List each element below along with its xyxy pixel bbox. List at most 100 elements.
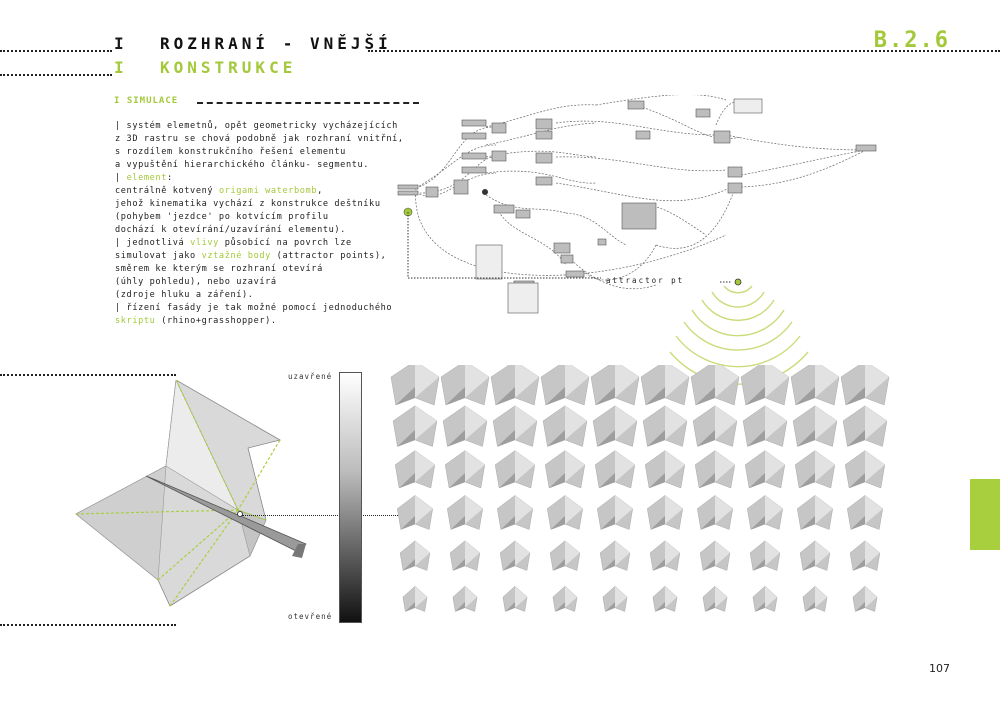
waterbomb-element — [392, 405, 438, 447]
waterbomb-element — [794, 450, 836, 489]
header-rule-top — [0, 50, 112, 52]
body-span: (zdroje hluku a záření). — [115, 290, 254, 300]
waterbomb-element — [747, 495, 783, 530]
waterbomb-element — [852, 585, 878, 612]
body-span: simulovat jako — [115, 251, 202, 261]
body-span: a vypuštění hierarchického článku- segme… — [115, 160, 370, 170]
waterbomb-element — [397, 495, 433, 530]
waterbomb-element — [849, 540, 881, 571]
left-rule — [0, 374, 176, 376]
waterbomb-element — [490, 365, 540, 406]
body-span: : — [166, 173, 173, 183]
body-span: dochází k otevírání/uzavírání elementu). — [115, 225, 346, 235]
header-bar-2: I — [114, 58, 128, 77]
body-line: (pohybem 'jezdce' po kotvícím profilu — [115, 211, 415, 224]
waterbomb-element — [647, 495, 683, 530]
waterbomb-element — [699, 540, 731, 571]
waterbomb-element — [497, 495, 533, 530]
waterbomb-element — [744, 450, 786, 489]
body-line: centrálně kotvený origami waterbomb, — [115, 185, 415, 198]
highlight-term: element — [126, 173, 167, 183]
body-line: | element: — [115, 172, 415, 185]
body-line: a vypuštění hierarchického článku- segme… — [115, 159, 415, 172]
waterbomb-element — [449, 540, 481, 571]
section-dash-rule — [197, 102, 419, 104]
body-span: směrem ke kterým se rozhraní otevírá — [115, 264, 323, 274]
gradient-scale — [339, 372, 362, 623]
gradient-label-open: otevřené — [288, 612, 333, 621]
waterbomb-element — [749, 540, 781, 571]
waterbomb-element — [644, 450, 686, 489]
waterbomb-element — [742, 405, 788, 447]
waterbomb-element — [702, 585, 728, 612]
waterbomb-element — [792, 405, 838, 447]
gradient-label-closed: uzavřené — [288, 372, 333, 381]
body-text: | systém elemetnů, opět geometricky vych… — [115, 120, 415, 328]
attractor-arcs — [669, 278, 809, 385]
waterbomb-element — [790, 365, 840, 406]
connector-line — [242, 515, 408, 516]
waterbomb-element — [452, 585, 478, 612]
waterbomb-element — [840, 365, 890, 406]
waterbomb-element — [540, 365, 590, 406]
body-span: z 3D rastru se chová podobně jak rozhran… — [115, 134, 404, 144]
highlight-term: origami waterbomb — [218, 186, 318, 196]
waterbomb-element — [802, 585, 828, 612]
left-rule-bottom — [0, 624, 176, 626]
section-label: I simulace — [114, 96, 179, 106]
waterbomb-element — [597, 495, 633, 530]
waterbomb-element — [447, 495, 483, 530]
waterbomb-element — [842, 405, 888, 447]
body-span: | řízení fasády je tak možné pomocí jedn… — [115, 303, 393, 313]
body-line: simulovat jako vztažné body (attractor p… — [115, 250, 415, 263]
waterbomb-element — [542, 405, 588, 447]
body-span: (rhino+grasshopper). — [155, 316, 277, 326]
waterbomb-element — [752, 585, 778, 612]
waterbomb-element — [442, 405, 488, 447]
grasshopper-diagram — [397, 95, 877, 314]
element-grid — [390, 365, 890, 612]
header-rule-right — [368, 50, 1000, 52]
waterbomb-element — [694, 450, 736, 489]
waterbomb-element — [847, 495, 883, 530]
waterbomb-element — [402, 585, 428, 612]
highlight-term: vlivy — [190, 238, 219, 248]
side-tab — [970, 479, 1000, 550]
waterbomb-element — [499, 540, 531, 571]
header-rule-2 — [0, 74, 112, 76]
body-line: skriptu (rhino+grasshopper). — [115, 315, 415, 328]
waterbomb-element — [599, 540, 631, 571]
body-span: jehož kinematika vychází z konstrukce de… — [115, 199, 381, 209]
waterbomb-element — [592, 405, 638, 447]
body-span: (pohybem 'jezdce' po kotvícím profilu — [115, 212, 329, 222]
body-span: s rozdílem konstrukčního řešení elementu — [115, 147, 346, 157]
waterbomb-element — [640, 365, 690, 406]
waterbomb-element — [399, 540, 431, 571]
body-line: jehož kinematika vychází z konstrukce de… — [115, 198, 415, 211]
page-title: rozhraní - vnější — [160, 34, 392, 53]
waterbomb-element — [649, 540, 681, 571]
section-code: B.2.6 — [873, 28, 950, 53]
waterbomb-element — [547, 495, 583, 530]
header-bar-1: I — [114, 34, 128, 53]
waterbomb-element — [844, 450, 886, 489]
waterbomb-element — [552, 585, 578, 612]
highlight-term: skriptu — [115, 316, 156, 326]
body-line: | jednotlivá vlivy působící na povrch lz… — [115, 237, 415, 250]
waterbomb-element — [390, 365, 440, 406]
waterbomb-element — [590, 365, 640, 406]
waterbomb-element — [797, 495, 833, 530]
body-line: | řízení fasády je tak možné pomocí jedn… — [115, 302, 415, 315]
waterbomb-element — [492, 405, 538, 447]
waterbomb-element — [549, 540, 581, 571]
waterbomb-element — [502, 585, 528, 612]
body-line: (úhly pohledu), nebo uzavírá — [115, 276, 415, 289]
waterbomb-element — [394, 450, 436, 489]
highlight-term: vztažné body — [201, 251, 271, 261]
waterbomb-element — [544, 450, 586, 489]
body-line: (zdroje hluku a záření). — [115, 289, 415, 302]
attractor-label: attractor pt — [606, 276, 685, 285]
waterbomb-element — [444, 450, 486, 489]
body-line: | systém elemetnů, opět geometricky vych… — [115, 120, 415, 133]
body-span: (úhly pohledu), nebo uzavírá — [115, 277, 277, 287]
